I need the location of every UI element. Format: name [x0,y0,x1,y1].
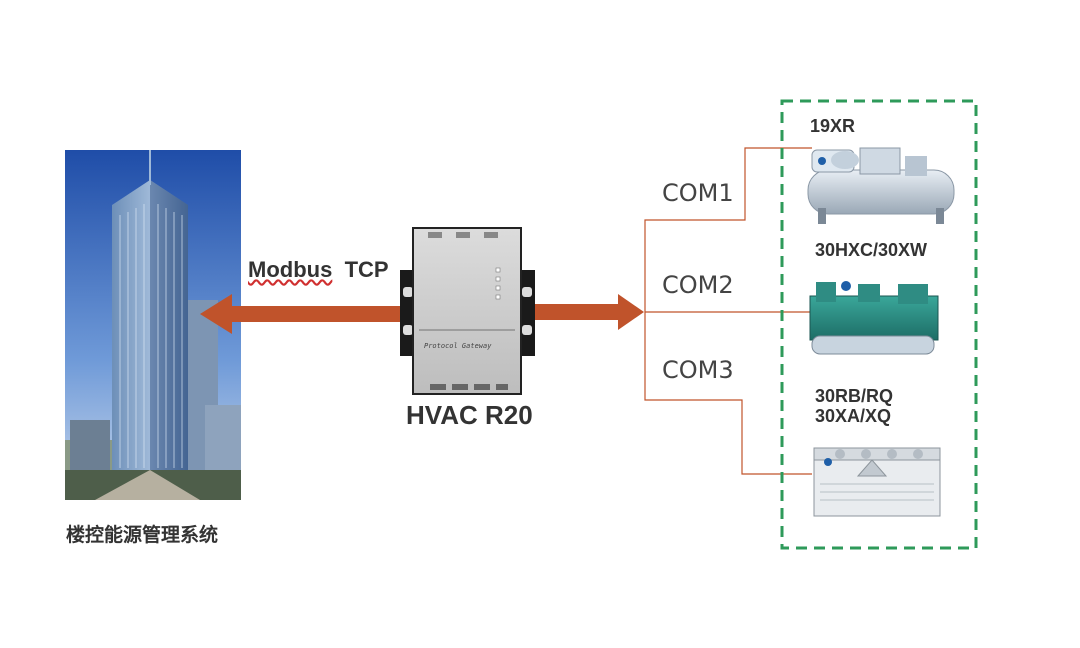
protocol-label: Modbus TCP [248,257,389,283]
protocol-modbus: Modbus [248,257,333,282]
chiller-19xr-image [807,147,955,224]
model-label-30xa: 30XA/XQ [815,406,892,426]
building-caption: 楼控能源管理系统 [66,524,219,546]
model-label-30hxc: 30HXC/30XW [815,240,928,260]
equipment-group-frame [780,99,978,550]
model-label-19xr: 19XR [810,116,856,136]
model-label-30rb: 30RB/RQ [815,386,894,406]
chiller-30rb-image [813,447,941,517]
gateway-panel-text: Protocol Gateway [424,342,492,350]
bus-connector [644,147,812,475]
port-label-com3: COM3 [662,356,734,384]
port-label-com1: COM1 [662,179,734,207]
modbus-tcp-arrow [200,294,404,334]
serial-bus-arrow [520,294,644,330]
building-image [65,150,241,500]
port-label-com2: COM2 [662,271,734,299]
chiller-30hxc-image [809,281,939,355]
protocol-tcp: TCP [344,257,389,282]
gateway-title: HVAC R20 [406,400,533,430]
gateway-device [400,227,535,395]
